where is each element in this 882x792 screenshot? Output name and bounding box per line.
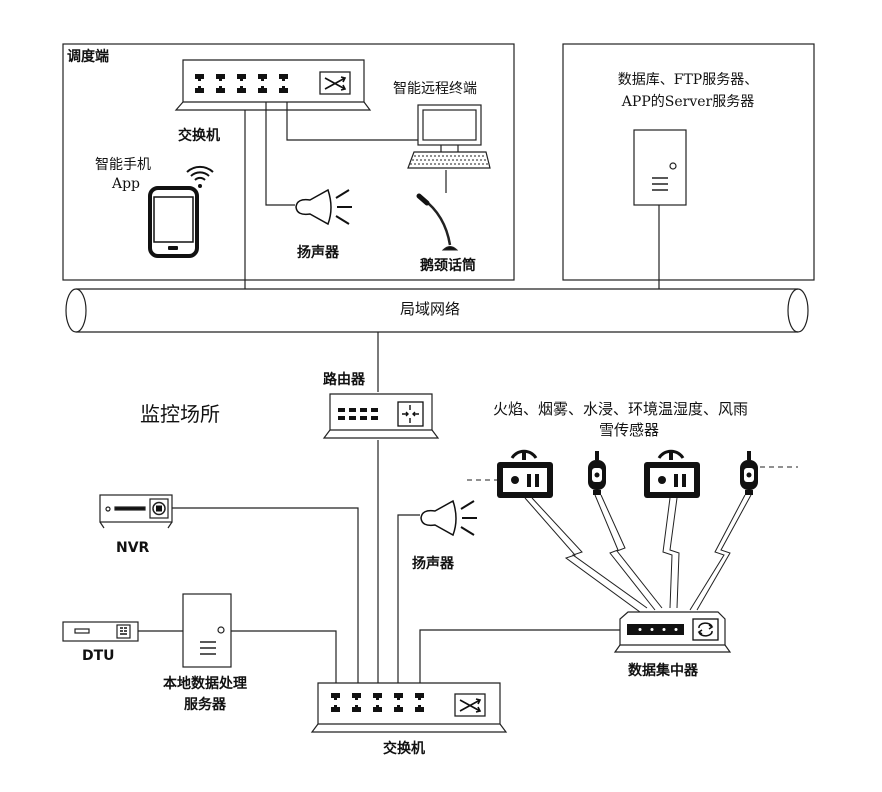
concentrator-label: 数据集中器: [628, 663, 698, 679]
dispatch-speaker-icon: [295, 188, 352, 226]
dispatch-speaker-label: 扬声器: [297, 245, 339, 261]
lan-label: 局域网络: [399, 300, 460, 318]
local-server-label-line1: 本地数据处理: [163, 676, 247, 692]
nvr-label: NVR: [116, 540, 150, 556]
sensor-icon-1: [497, 449, 553, 498]
site-speaker-label: 扬声器: [412, 556, 454, 572]
phone-label-line2: App: [111, 176, 141, 192]
wifi-icon: [186, 165, 214, 188]
phone-label-line1: 智能手机: [95, 157, 151, 173]
microphone-label: 鹅颈话筒: [420, 258, 476, 274]
dispatch-section-title: 调度端: [67, 49, 109, 65]
server-tower-icon: [633, 129, 687, 206]
sensors-label-line1: 火焰、烟雾、水浸、环境温湿度、风雨: [493, 400, 749, 418]
server-label-line2: APP的Server服务器: [621, 94, 755, 110]
data-concentrator-icon: [613, 611, 732, 653]
dtu-label: DTU: [82, 648, 115, 664]
site-title: 监控场所: [140, 402, 220, 426]
site-switch-label: 交换机: [383, 741, 425, 757]
router-label: 路由器: [323, 372, 365, 388]
site-switch-icon: [310, 682, 508, 733]
smart-terminal-label: 智能远程终端: [393, 81, 477, 97]
dtu-icon: [62, 621, 139, 642]
local-server-icon: [182, 593, 232, 668]
dispatch-section-box: [62, 43, 515, 281]
site-speaker-icon: [420, 499, 477, 537]
dispatch-switch-icon: [174, 59, 372, 111]
lan-cylinder: [65, 288, 809, 333]
microphone-icon: [416, 193, 459, 251]
sensor-icon-3: [644, 449, 700, 498]
wireless-links: [524, 494, 752, 613]
router-icon: [322, 393, 440, 439]
server-section-box: [562, 43, 815, 281]
phone-icon: [148, 186, 199, 258]
nvr-icon: [99, 494, 173, 529]
sensors-label-line2: 雪传感器: [599, 421, 660, 439]
server-label-line1: 数据库、FTP服务器、: [617, 72, 759, 88]
sensor-icon-2: [588, 451, 606, 495]
computer-icon: [407, 104, 491, 169]
dispatch-switch-label: 交换机: [178, 128, 220, 144]
sensor-icon-4: [740, 451, 758, 495]
local-server-label-line2: 服务器: [184, 697, 226, 713]
